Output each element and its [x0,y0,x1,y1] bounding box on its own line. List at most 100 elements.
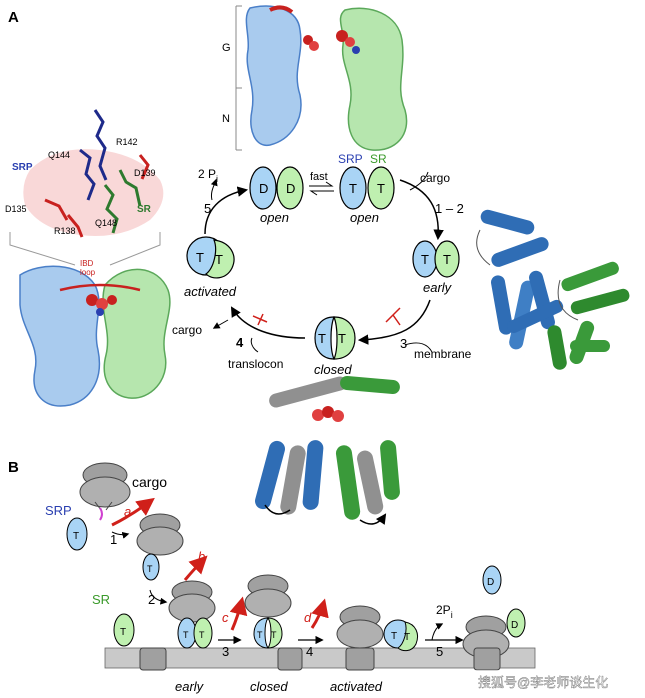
equilibrium-arrows [309,181,334,196]
nucleotide-t: T [404,632,410,643]
srp-label: SRP [338,152,363,166]
arrow-step-4 [230,306,306,339]
open-tt-complex [339,166,395,210]
translocon-label: translocon [228,357,283,371]
arrow-d [310,598,329,629]
arrow-step-1b [111,531,130,539]
ibd-loop-label: loop [80,268,96,277]
state-activated-label: activated [184,284,237,299]
nucleotide-t: T [443,252,451,267]
nucleotide-d: D [511,620,518,631]
residue-label: R138 [54,226,76,236]
arrow-step-1-2 [399,179,444,241]
nucleotide-d: D [286,181,295,196]
sr-gtpase [267,617,283,649]
cargo-b-label: cargo [132,474,167,490]
watermark-backdrop [474,670,640,692]
early-complex [412,240,460,278]
step-1-2-label: 1 – 2 [435,201,464,216]
nucleotide-t: T [183,630,189,640]
activated-complex [186,236,235,279]
state-closed-label: closed [314,362,352,377]
srp-gtpase [142,553,160,581]
state-open-label: open [350,210,379,225]
state-open-label: open [260,210,289,225]
sr-gtpase [193,617,213,649]
membrane-bar [104,647,536,669]
srp-gtpase-gdp [482,565,502,595]
step-label: 4 [306,644,313,659]
translocon [473,647,501,671]
arrow-step-5 [204,186,249,235]
nucleotide-t: T [215,252,223,267]
translocon [139,647,167,671]
nucleotide-d: D [487,577,494,588]
translocon [345,647,375,671]
step-label: 3 [222,644,229,659]
panel-a-label: A [8,9,19,26]
right-cylinder-structure [476,209,630,370]
sr-gtpase-gdp [506,608,526,638]
step-4-label: 4 [236,335,244,350]
residue-label: D139 [134,168,156,178]
ribosome [136,513,184,556]
nucleotide-t: T [318,331,326,346]
nucleotide-t: T [257,630,263,640]
step-label: 1 [110,532,117,547]
residue-label: Q144 [48,150,70,160]
pi-release-arrow [210,178,218,201]
overlay-structure [255,375,400,524]
srp-gtpase [66,517,88,551]
ribosome [244,574,292,618]
arrow-step-2b [149,589,168,605]
step-label: 2 [148,592,155,607]
nucleotide-t: T [377,181,385,196]
membrane-input-line [404,342,433,353]
step-label: 5 [436,644,443,659]
state-early-b: early [175,679,205,694]
active-site-inset [23,109,164,238]
sr-label: SR [370,152,387,166]
arrow-a-label: a [124,504,131,519]
ribosome [336,605,384,649]
residue-label: Q148 [95,218,117,228]
nucleotide-t: T [349,181,357,196]
activated-complex-b [383,619,419,652]
nucleotide-t: T [120,627,126,638]
nucleotide-t: T [338,331,346,346]
arrow-b [183,555,208,581]
panel-b-label: B [8,459,19,476]
residue-label: R142 [116,137,138,147]
translocon-input-line [250,337,259,353]
top-structure [235,5,408,151]
translocon [277,647,303,671]
watermark-text: 搜狐号@李老师谈生化 [478,675,608,690]
state-closed-b: closed [250,679,288,694]
nucleotide-t: T [147,564,153,574]
arrow-a [111,497,155,527]
inhibition-bar [252,313,268,326]
cargo-left-label: cargo [172,323,202,337]
ribosome [79,462,131,511]
step-5-label: 5 [204,201,211,216]
srp-b-label: SRP [45,503,72,518]
closed-complex [314,316,356,360]
nucleotide-t: T [391,631,397,642]
nucleotide-t: T [199,630,205,640]
nucleotide-t: T [73,531,79,542]
open-dd-complex [249,166,304,210]
signal-sequence [99,507,103,521]
srp-gtpase [253,617,269,649]
cargo-input-line [409,171,429,191]
state-early-label: early [423,280,453,295]
inset-bracket [9,232,161,266]
nucleotide-t: T [271,630,277,640]
inset-srp-label: SRP [12,162,33,173]
cargo-release-arrow [212,319,229,329]
g-domain-label: G [222,42,231,54]
arrow-c [229,596,248,631]
pi-release-arrow-b [431,623,444,641]
arrow-c-label: c [222,610,229,625]
inset-sr-label: SR [137,204,152,215]
